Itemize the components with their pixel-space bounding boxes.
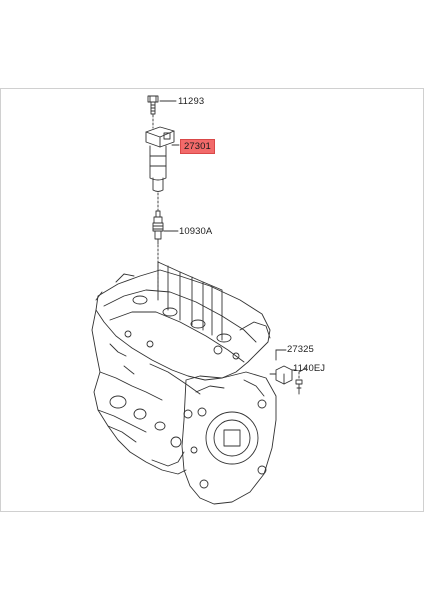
plug-guide-lines: [157, 261, 223, 341]
engine-head-icon: [95, 269, 271, 381]
spark-plug-icon: [152, 210, 164, 245]
part-label-10930A: 10930A: [179, 226, 213, 237]
ignition-coil-icon: [145, 126, 175, 192]
part-label-1140EJ: 1140EJ: [293, 363, 326, 374]
sensor-bolt-icon: [295, 379, 303, 395]
part-label-27325: 27325: [287, 344, 314, 355]
sensor-icon: [269, 365, 293, 385]
leader-1140EJ-2: [298, 367, 307, 373]
engine-block-icon: [91, 309, 201, 475]
part-label-27301-highlighted: 27301: [180, 139, 215, 154]
bolt-icon: [147, 95, 159, 115]
bell-housing-icon: [181, 371, 277, 505]
part-label-11293: 11293: [178, 96, 205, 107]
